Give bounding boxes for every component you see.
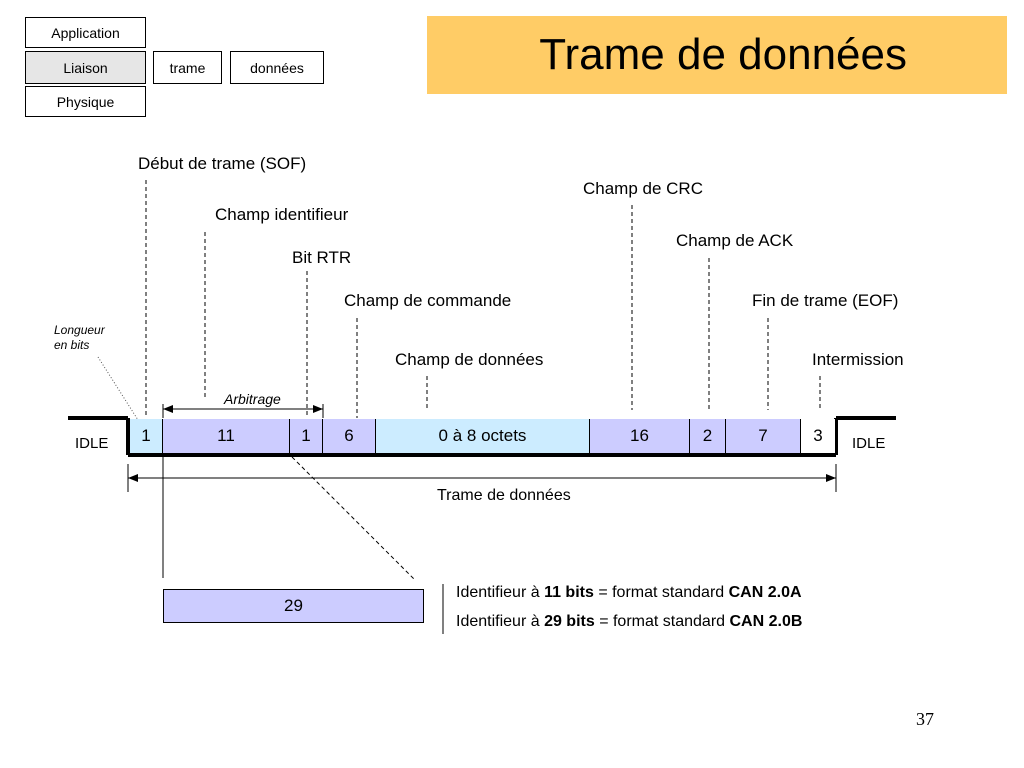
note1-text-a: Identifieur à — [456, 584, 545, 601]
note2-text-a: Identifieur à — [456, 613, 545, 630]
note-can-2-0a: Identifieur à 11 bits = format standard … — [456, 584, 802, 602]
label-intermission: Intermission — [812, 350, 904, 369]
extended-identifier-cell: 29 — [163, 589, 424, 623]
label-sof: Début de trame (SOF) — [138, 154, 307, 173]
note-can-2-0b: Identifieur à 29 bits = format standard … — [456, 613, 802, 631]
idle-right-label: IDLE — [852, 435, 886, 452]
note2-text-c: = format standard — [594, 613, 730, 630]
frame-caption: Trame de données — [437, 487, 571, 504]
cell-data: 0 à 8 octets — [376, 419, 590, 453]
idle-left-label: IDLE — [75, 435, 109, 452]
cell-command: 6 — [323, 419, 376, 453]
label-data: Champ de données — [395, 350, 544, 369]
arbitrage-label: Arbitrage — [224, 391, 281, 407]
label-rtr: Bit RTR — [292, 248, 352, 267]
note2-text-b: 29 bits — [544, 613, 595, 630]
note2-text-d: CAN 2.0B — [729, 613, 803, 630]
note1-text-d: CAN 2.0A — [728, 584, 802, 601]
length-label: Longueur en bits — [54, 323, 105, 353]
cell-ack: 2 — [690, 419, 726, 453]
note1-text-b: 11 bits — [544, 584, 594, 601]
cell-crc: 16 — [590, 419, 690, 453]
cell-eof: 7 — [726, 419, 801, 453]
label-command: Champ de commande — [344, 291, 512, 310]
label-identifier: Champ identifieur — [215, 205, 349, 224]
layer-physique: Physique — [25, 86, 146, 117]
title-banner: Trame de données — [427, 16, 1007, 94]
label-ack: Champ de ACK — [676, 231, 794, 250]
page-title: Trame de données — [539, 30, 907, 79]
layer-application: Application — [25, 17, 146, 48]
note1-text-c: = format standard — [593, 584, 729, 601]
cell-rtr: 1 — [290, 419, 323, 453]
layer-liaison: Liaison — [25, 51, 146, 84]
label-eof: Fin de trame (EOF) — [752, 291, 899, 310]
length-label-line1: Longueur — [54, 323, 105, 337]
label-crc: Champ de CRC — [583, 179, 703, 198]
layer-trame: trame — [153, 51, 222, 84]
length-label-line2: en bits — [54, 338, 90, 352]
page-number: 37 — [916, 709, 934, 729]
cell-sof: 1 — [130, 419, 163, 453]
layer-donnees: données — [230, 51, 324, 84]
cell-intermission: 3 — [801, 419, 835, 453]
cell-identifier: 11 — [163, 419, 290, 453]
